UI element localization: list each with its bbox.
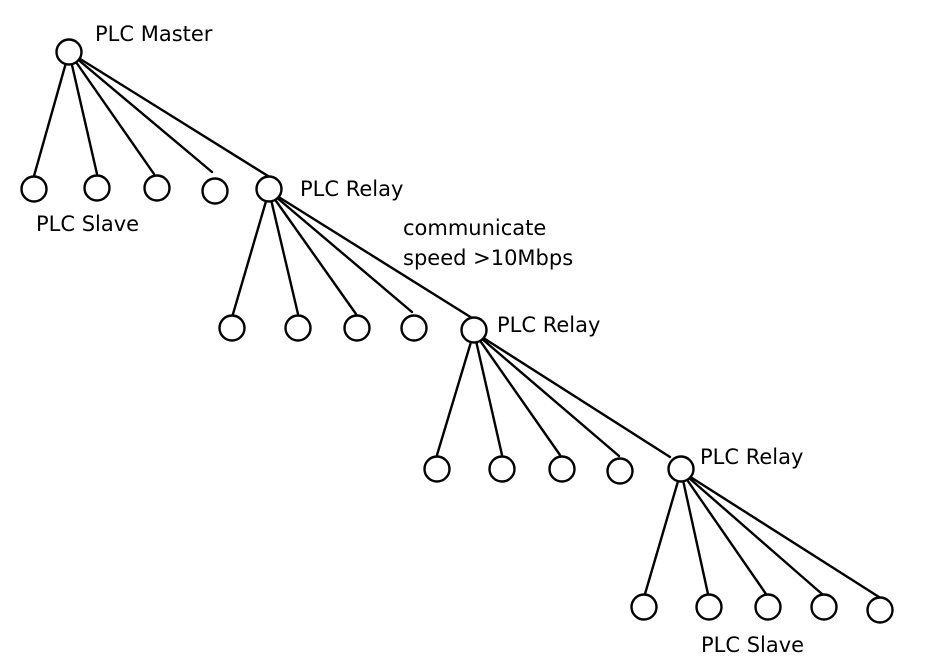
slave-node: [548, 455, 576, 483]
edge-relay3-slave-4: [679, 469, 824, 596]
edge-master-slave-4: [67, 50, 214, 174]
slave-node: [284, 314, 312, 342]
relay-2-label: PLC Relay: [497, 313, 600, 337]
slave-label-top: PLC Slave: [36, 212, 139, 236]
slave-node: [754, 593, 782, 621]
edge-master-slave-3: [67, 50, 156, 176]
relay-2-slave-nodes: [423, 455, 634, 485]
slave-node: [343, 314, 371, 342]
slave-node: [423, 455, 451, 483]
relay-1-edges: [231, 189, 474, 320]
edge-relay1-relay-2: [267, 189, 474, 320]
relay-1-slave-nodes: [218, 314, 428, 342]
slave-node: [695, 593, 723, 621]
slave-node: [83, 174, 111, 202]
slave-node: [606, 457, 634, 485]
relay-2-edges: [435, 330, 672, 459]
slave-node: [866, 596, 894, 624]
edge-relay1-slave-1: [231, 189, 271, 316]
slave-label-bottom: PLC Slave: [701, 633, 804, 657]
edge-relay2-slave-4: [472, 330, 621, 458]
speed-label-line2: speed >10Mbps: [403, 246, 573, 270]
edge-relay3-slave-1: [643, 469, 683, 596]
relay-1-node: [255, 175, 283, 203]
slave-node: [20, 175, 48, 203]
slave-node: [630, 593, 658, 621]
master-edges: [32, 50, 270, 178]
edge-relay2-slave-3: [472, 330, 562, 457]
master-slave-nodes: [20, 174, 229, 205]
edge-relay3-slave-3: [679, 469, 768, 596]
edge-relay2-slave-2: [472, 330, 504, 457]
master-node: [55, 38, 83, 66]
relay-3-edges: [643, 469, 881, 599]
slave-node: [201, 177, 229, 205]
edge-master-relay-1: [67, 50, 270, 178]
edge-relay1-slave-3: [267, 189, 358, 316]
edge-master-slave-2: [67, 50, 99, 176]
edge-relay3-slave-2: [679, 469, 710, 596]
edge-relay2-relay-3: [472, 330, 672, 459]
slave-node: [488, 455, 516, 483]
slave-node: [810, 593, 838, 621]
edge-relay1-slave-2: [267, 189, 300, 316]
slave-node: [143, 174, 171, 202]
edge-relay2-slave-1: [435, 330, 476, 457]
edge-relay1-slave-4: [267, 189, 414, 314]
relay-3-slave-nodes: [630, 593, 894, 624]
edge-relay3-slave-5: [679, 469, 881, 599]
relay-3-node: [667, 455, 695, 483]
slave-node: [218, 314, 246, 342]
edge-master-slave-1: [32, 50, 71, 178]
master-label: PLC Master: [95, 22, 213, 46]
slave-node: [400, 314, 428, 342]
speed-label-line1: communicate: [403, 216, 546, 240]
relay-1-label: PLC Relay: [300, 177, 403, 201]
relay-2-node: [460, 316, 488, 344]
relay-3-label: PLC Relay: [700, 445, 803, 469]
